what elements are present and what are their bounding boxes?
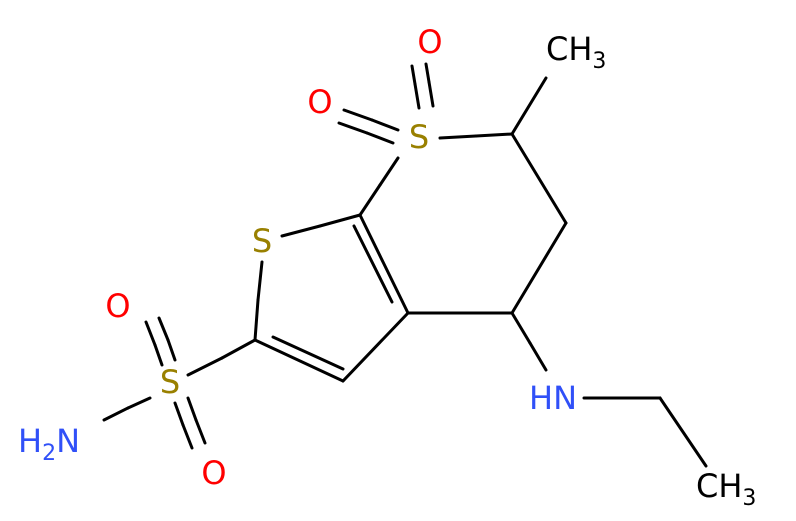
atom-s-sulfone: S [409,118,429,156]
bond-s-o-top-a [413,82,421,110]
bond-c4-n [510,311,532,345]
bond-s2-o-top-b [166,338,177,362]
bond-s-o-left-a [370,118,400,132]
bond-s2-o-top-b2 [157,316,170,342]
bond-s1-c2b [253,298,260,342]
atom-amine-nh: HN [529,379,577,417]
atom-labels: S O O CH3 S S O O H2N HN CH3 [18,23,756,511]
bond-c4-n2 [528,341,548,372]
atom-o-sulfonamide-bottom: O [201,454,226,492]
methyl-c-text: CH [546,30,592,68]
bond-s-c6-b [474,132,514,138]
bond-s-o-left-b [365,131,395,145]
bond-ch2-ch3 [658,396,708,468]
bond-c3a-c7a [358,213,410,315]
nh2-subscript: 2 [42,441,56,466]
bond-s2-o-bot-a2 [181,423,194,450]
atom-o-top: O [417,23,442,61]
nh2-h-text: H [18,422,42,460]
atom-ethyl-ch3: CH3 [696,467,756,511]
bond-c7a-s [358,183,382,217]
atom-s-sulfonamide: S [160,363,180,401]
bond-s1-c2 [256,260,264,302]
bond-c5-c4 [510,221,568,315]
bond-c2-s2b [186,356,224,377]
bond-s2-o-top-a2 [144,320,157,347]
bond-s2-o-bot-b2 [194,418,207,445]
atom-nh2: H2N [18,422,80,466]
bond-c3-c3a [341,311,410,383]
bond-c2-s2 [220,338,257,360]
bond-s-o-top-b2 [424,62,431,84]
bond-s2-n2 [102,406,130,422]
bond-c6-me [510,76,548,136]
bond-s2-o-bot-a [173,401,185,427]
ethyl-subscript: 3 [742,486,756,511]
bond-s-o-left-a2 [342,108,374,122]
bond-c6-c5 [510,132,568,225]
bond-s2-o-top-a [153,343,164,367]
bond-c2-c3-inner [271,335,345,371]
atom-s-thiophene: S [252,222,272,260]
atom-o-left: O [307,83,332,121]
bond-s2-o-bot-b [186,396,198,422]
methyl-subscript: 3 [592,49,606,74]
bond-c7a-s1 [318,213,362,228]
bond-s-c6 [438,134,478,140]
bond-c3a-c7a-inner [352,224,394,304]
nh2-n-text: N [56,422,80,460]
bond-s2-n [126,396,152,410]
bond-c2-c3 [253,338,345,383]
atom-o-sulfonamide-top: O [105,287,130,325]
bond-s-o-left-b2 [337,121,369,135]
bond-c7a-s2 [378,156,400,187]
ethyl-c-text: CH [696,467,742,505]
bond-c7a-s1b [280,224,322,238]
bonds [102,62,708,468]
atom-methyl: CH3 [546,30,606,74]
bond-s-o-top-a2 [410,64,417,86]
bond-s-o-top-b [427,80,435,108]
